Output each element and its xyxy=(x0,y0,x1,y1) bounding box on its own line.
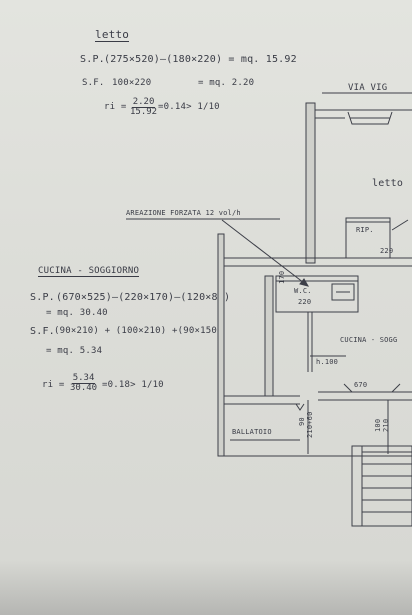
letto-ri-label: ri = xyxy=(104,102,127,112)
cucina-sf-expr: (90×210) + (100×210) +(90×150) xyxy=(54,326,223,336)
cucina-ri-numerator: 5.34 xyxy=(71,373,96,384)
letto-ri-fraction: 2.20 15.92 xyxy=(130,98,157,117)
dim-90-label: 90 xyxy=(298,417,306,426)
room-rip-label: RIP. xyxy=(356,226,374,234)
cucina-sf-result: = mq. 5.34 xyxy=(46,346,103,356)
wc-fixture xyxy=(331,283,355,301)
cucina-ri-denominator: 30.40 xyxy=(70,383,98,393)
vent-leader-line xyxy=(221,219,309,287)
cucina-ri-fraction: 5.34 30.40 xyxy=(70,374,97,393)
window-letto xyxy=(347,111,393,125)
cucina-ri-label: ri = xyxy=(42,380,65,390)
letto-sf-expr: 100×220 xyxy=(112,78,152,88)
rip-door-swing xyxy=(391,219,409,231)
vent-arrow-head xyxy=(299,278,310,287)
cucina-sp-result: = mq. 30.40 xyxy=(46,308,108,318)
dim-100-label: 100 xyxy=(374,418,382,432)
cucina-sp-expr: (670×525)–(220×170)–(120×80) xyxy=(56,292,231,303)
cucina-heading: CUCINA - SOGGIORNO xyxy=(38,266,140,277)
wall-letto-left xyxy=(305,102,316,264)
rip-dimension: 220 xyxy=(380,247,394,255)
wall-cucina-left xyxy=(264,275,274,397)
window-bottom-left xyxy=(295,403,305,411)
room-cucina-label: CUCINA - SOGG xyxy=(340,336,398,344)
stair-outline xyxy=(351,445,412,527)
ballatoio-label: BALLATOIO xyxy=(232,428,272,436)
cucina-ri-result: =0.18> 1/10 xyxy=(102,380,164,390)
letto-sf-result: = mq. 2.20 xyxy=(198,78,255,88)
street-label: VIA VIG xyxy=(348,83,388,93)
wall-left-vertical xyxy=(217,233,225,457)
letto-ri-denominator: 15.92 xyxy=(130,107,158,117)
cucina-sp-label: S.P. xyxy=(30,292,55,303)
room-wc-label: W.C. xyxy=(294,287,312,295)
dim-210-60-label: 210+60 xyxy=(306,411,314,439)
dim-210-label: 210 xyxy=(382,418,390,432)
wc-side-dimension: 170 xyxy=(278,270,286,284)
dim-670: 670 xyxy=(354,381,368,389)
vent-note: AREAZIONE FORZATA 12 vol/h xyxy=(126,209,241,217)
dim-h100: h.100 xyxy=(316,358,339,366)
letto-sf-label: S.F. xyxy=(82,78,105,88)
letto-sp-expr: (275×520)–(180×220) = mq. 15.92 xyxy=(104,54,297,65)
letto-ri-numerator: 2.20 xyxy=(131,97,156,108)
window-bottom-right xyxy=(343,383,401,393)
room-letto-label: letto xyxy=(372,178,404,189)
room-wc-outline xyxy=(275,275,359,313)
letto-heading: letto xyxy=(95,28,130,42)
letto-sp-label: S.P. xyxy=(80,54,105,65)
wc-dimension: 220 xyxy=(298,298,312,306)
cucina-sf-label: S.F. xyxy=(30,326,55,337)
letto-ri-result: =0.14> 1/10 xyxy=(158,102,220,112)
